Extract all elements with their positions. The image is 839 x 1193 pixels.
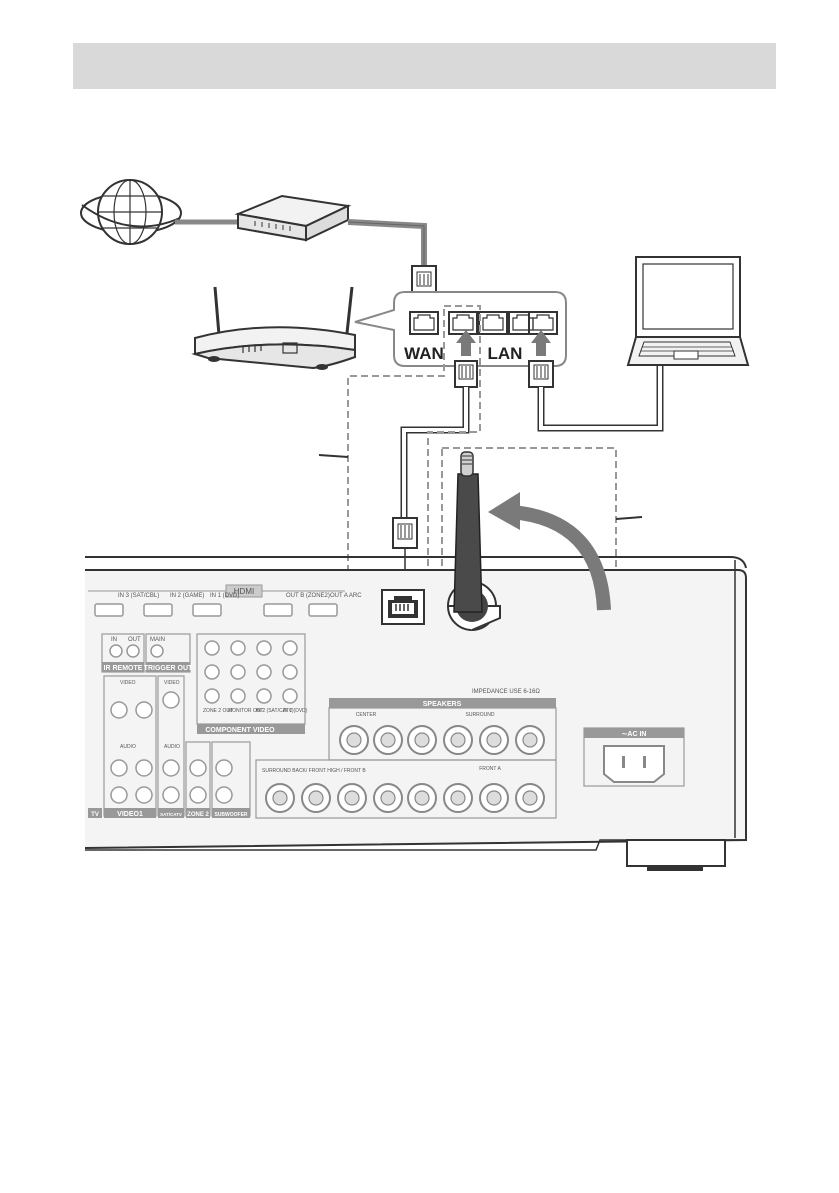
zone2-out-label: ZONE 2 OUT — [203, 708, 233, 714]
lan-ports — [448, 311, 558, 335]
subwoofer-label: SUBWOOFER — [214, 812, 247, 818]
impedance-label: IMPEDANCE USE 6-16Ω — [472, 689, 540, 695]
surround-label: SURROUND — [466, 712, 495, 718]
wired-leader — [318, 454, 349, 458]
video1-section: VIDEO VIDEO AUDIO AUDIO VIDEO1 SAT/CATV … — [88, 675, 251, 818]
trigger-out-label: TRIGGER OUT — [144, 665, 193, 672]
header-bar — [73, 43, 776, 89]
lan-label: LAN — [488, 344, 523, 363]
computer-cable-outline — [537, 366, 664, 432]
wireless-leader — [615, 516, 643, 520]
ac-in-section: ∼AC IN — [583, 727, 685, 787]
ac-in-label: ∼AC IN — [622, 731, 647, 738]
hdmi-label: HDMI — [234, 587, 254, 596]
video1-label: VIDEO1 — [117, 811, 143, 818]
trigger-main-label: MAIN — [150, 637, 165, 643]
video1-audio-label: AUDIO — [120, 744, 136, 750]
component-video-label: COMPONENT VIDEO — [205, 727, 275, 734]
speakers-section: IMPEDANCE USE 6-16Ω SPEAKERS CENTER SURR… — [255, 689, 557, 819]
router-icon — [191, 286, 356, 370]
satcatv-video-label: VIDEO — [164, 680, 180, 686]
lan-arrow-computer — [531, 330, 551, 356]
sat-catv-label: SAT/CATV — [160, 812, 182, 817]
speakers-label: SPEAKERS — [423, 701, 462, 708]
front-a-label: FRONT A — [479, 766, 501, 772]
ir-out-label: OUT — [128, 637, 141, 643]
lan-plug-computer — [528, 360, 554, 388]
hdmi-out-a-label: OUT A ARC — [330, 593, 362, 599]
lan-arrow-receiver — [456, 330, 476, 356]
wan-port — [409, 311, 439, 335]
lan-plug-receiver — [454, 360, 478, 388]
zone2-label: ZONE 2 — [187, 812, 209, 818]
wan-plug — [411, 265, 437, 295]
modem-icon — [234, 194, 352, 242]
component-in1-label: IN 1 (DVD) — [283, 708, 308, 714]
tv-label: TV — [91, 812, 99, 818]
hdmi-section: HDMI IN 3 (SAT/CBL) IN 2 (GAME) IN 1 (DV… — [88, 584, 362, 617]
ir-in-label: IN — [111, 637, 117, 643]
video1-video-label: VIDEO — [120, 680, 136, 686]
hdmi-out-b-label: OUT B (ZONE2) — [286, 593, 330, 599]
surround-back-label: SURROUND BACK/ FRONT HIGH / FRONT B — [262, 768, 366, 774]
receiver-lan-port — [381, 589, 425, 625]
wireless-antenna-icon — [447, 451, 501, 631]
center-label: CENTER — [356, 712, 377, 718]
component-in2-label: IN 2 (SAT/CATV) — [256, 708, 294, 714]
laptop-icon — [626, 256, 750, 366]
ir-trigger-section: IN OUT MAIN IR REMOTE TRIGGER OUT — [101, 633, 193, 673]
rotate-arrow — [511, 505, 611, 611]
hdmi-in-2-label: IN 3 (SAT/CBL) — [118, 593, 159, 599]
component-video-section: ZONE 2 OUT MONITOR OUT IN 2 (SAT/CATV) I… — [196, 633, 308, 734]
monitor-out-label: MONITOR OUT — [228, 708, 263, 714]
hdmi-in-3-label: IN 2 (GAME) — [170, 593, 204, 599]
wan-cable — [347, 219, 427, 268]
satcatv-audio-label: AUDIO — [164, 744, 180, 750]
hdmi-in-4-label: IN 1 (DVD) — [210, 593, 239, 599]
internet-globe-icon — [80, 179, 182, 245]
ir-remote-label: IR REMOTE — [104, 665, 143, 672]
wan-label: WAN — [404, 344, 444, 363]
